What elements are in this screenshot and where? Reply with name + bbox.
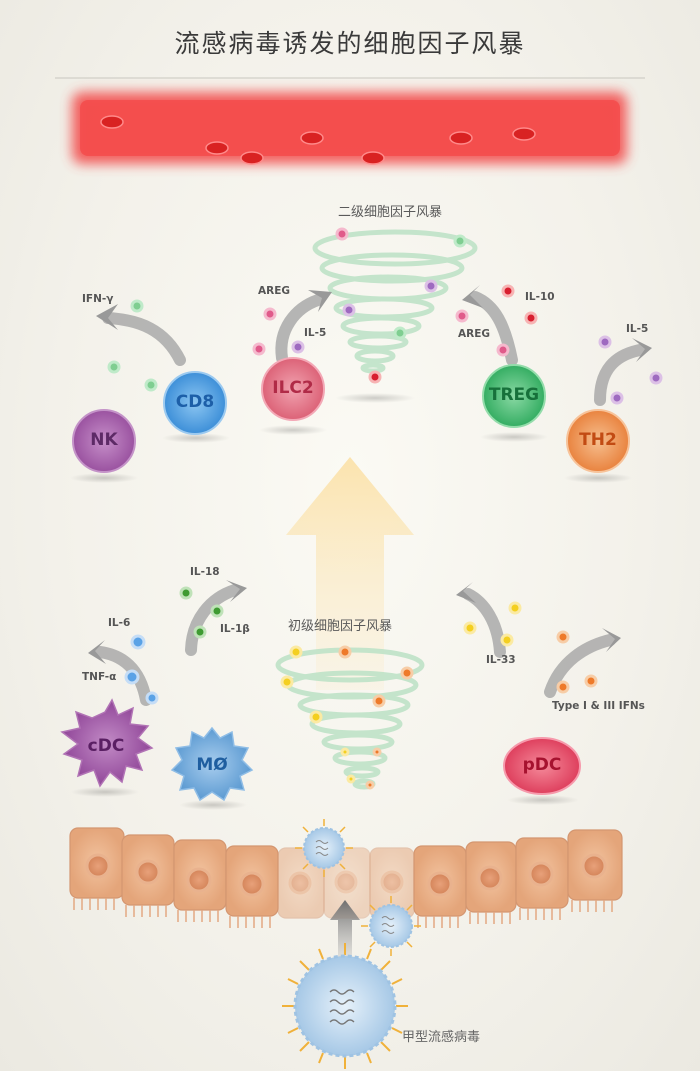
virus-small-mid — [361, 896, 421, 956]
label-il5-right: IL-5 — [626, 323, 649, 335]
blood-vessel — [72, 92, 627, 165]
th2-cell-label: TH2 — [579, 430, 617, 450]
primary-storm-label: 初级细胞因子风暴 — [288, 619, 393, 634]
immune-cells — [60, 357, 630, 802]
label-areg-left: AREG — [258, 285, 291, 297]
nk-cell-label: NK — [90, 430, 118, 450]
virus-small-top — [295, 819, 353, 877]
ilc2-cell-label: ILC2 — [272, 378, 314, 398]
cd8-cell — [163, 371, 227, 435]
macrophage-cell-label: MØ — [196, 755, 228, 775]
virus-large — [282, 943, 408, 1069]
big-up-arrow — [286, 457, 414, 690]
cell-shadows — [70, 425, 632, 810]
secondary-tornado — [312, 229, 478, 374]
label-tnf-alpha: TNF-α — [82, 671, 117, 683]
pdc-cell-label: pDC — [522, 755, 562, 775]
label-il10: IL-10 — [525, 291, 555, 303]
pdc-cell — [503, 737, 581, 795]
cd8-cell-label: CD8 — [175, 392, 215, 412]
gray-arrows — [88, 285, 652, 706]
nk-cell — [72, 409, 136, 473]
label-areg-right: AREG — [458, 328, 491, 340]
macrophage-cell — [170, 726, 254, 802]
label-ifn-gamma: IFN-γ — [82, 293, 114, 305]
cilia — [73, 898, 613, 928]
label-il6: IL-6 — [108, 617, 131, 629]
label-type-ifns: Type I & III IFNs — [552, 700, 645, 712]
page-title: 流感病毒诱发的细胞因子风暴 — [174, 29, 526, 58]
cytokine-dots — [107, 227, 663, 790]
red-blood-cells — [100, 115, 536, 165]
epithelium — [69, 827, 623, 928]
primary-tornado — [275, 647, 425, 790]
treg-cell-label: TREG — [488, 385, 540, 405]
ilc2-cell — [261, 357, 325, 421]
virus-label: 甲型流感病毒 — [402, 1030, 481, 1045]
th2-cell — [566, 409, 630, 473]
secondary-storm-label: 二级细胞因子风暴 — [338, 205, 443, 220]
epithelial-nuclei — [85, 853, 607, 897]
treg-cell — [482, 364, 546, 428]
label-il1b: IL-1β — [220, 623, 250, 635]
label-il5-left: IL-5 — [304, 327, 327, 339]
cdc-cell — [60, 698, 154, 788]
label-il33: IL-33 — [486, 654, 516, 666]
label-il18: IL-18 — [190, 566, 220, 578]
cdc-cell-label: cDC — [87, 736, 125, 756]
virus-entry-arrow — [330, 900, 360, 965]
